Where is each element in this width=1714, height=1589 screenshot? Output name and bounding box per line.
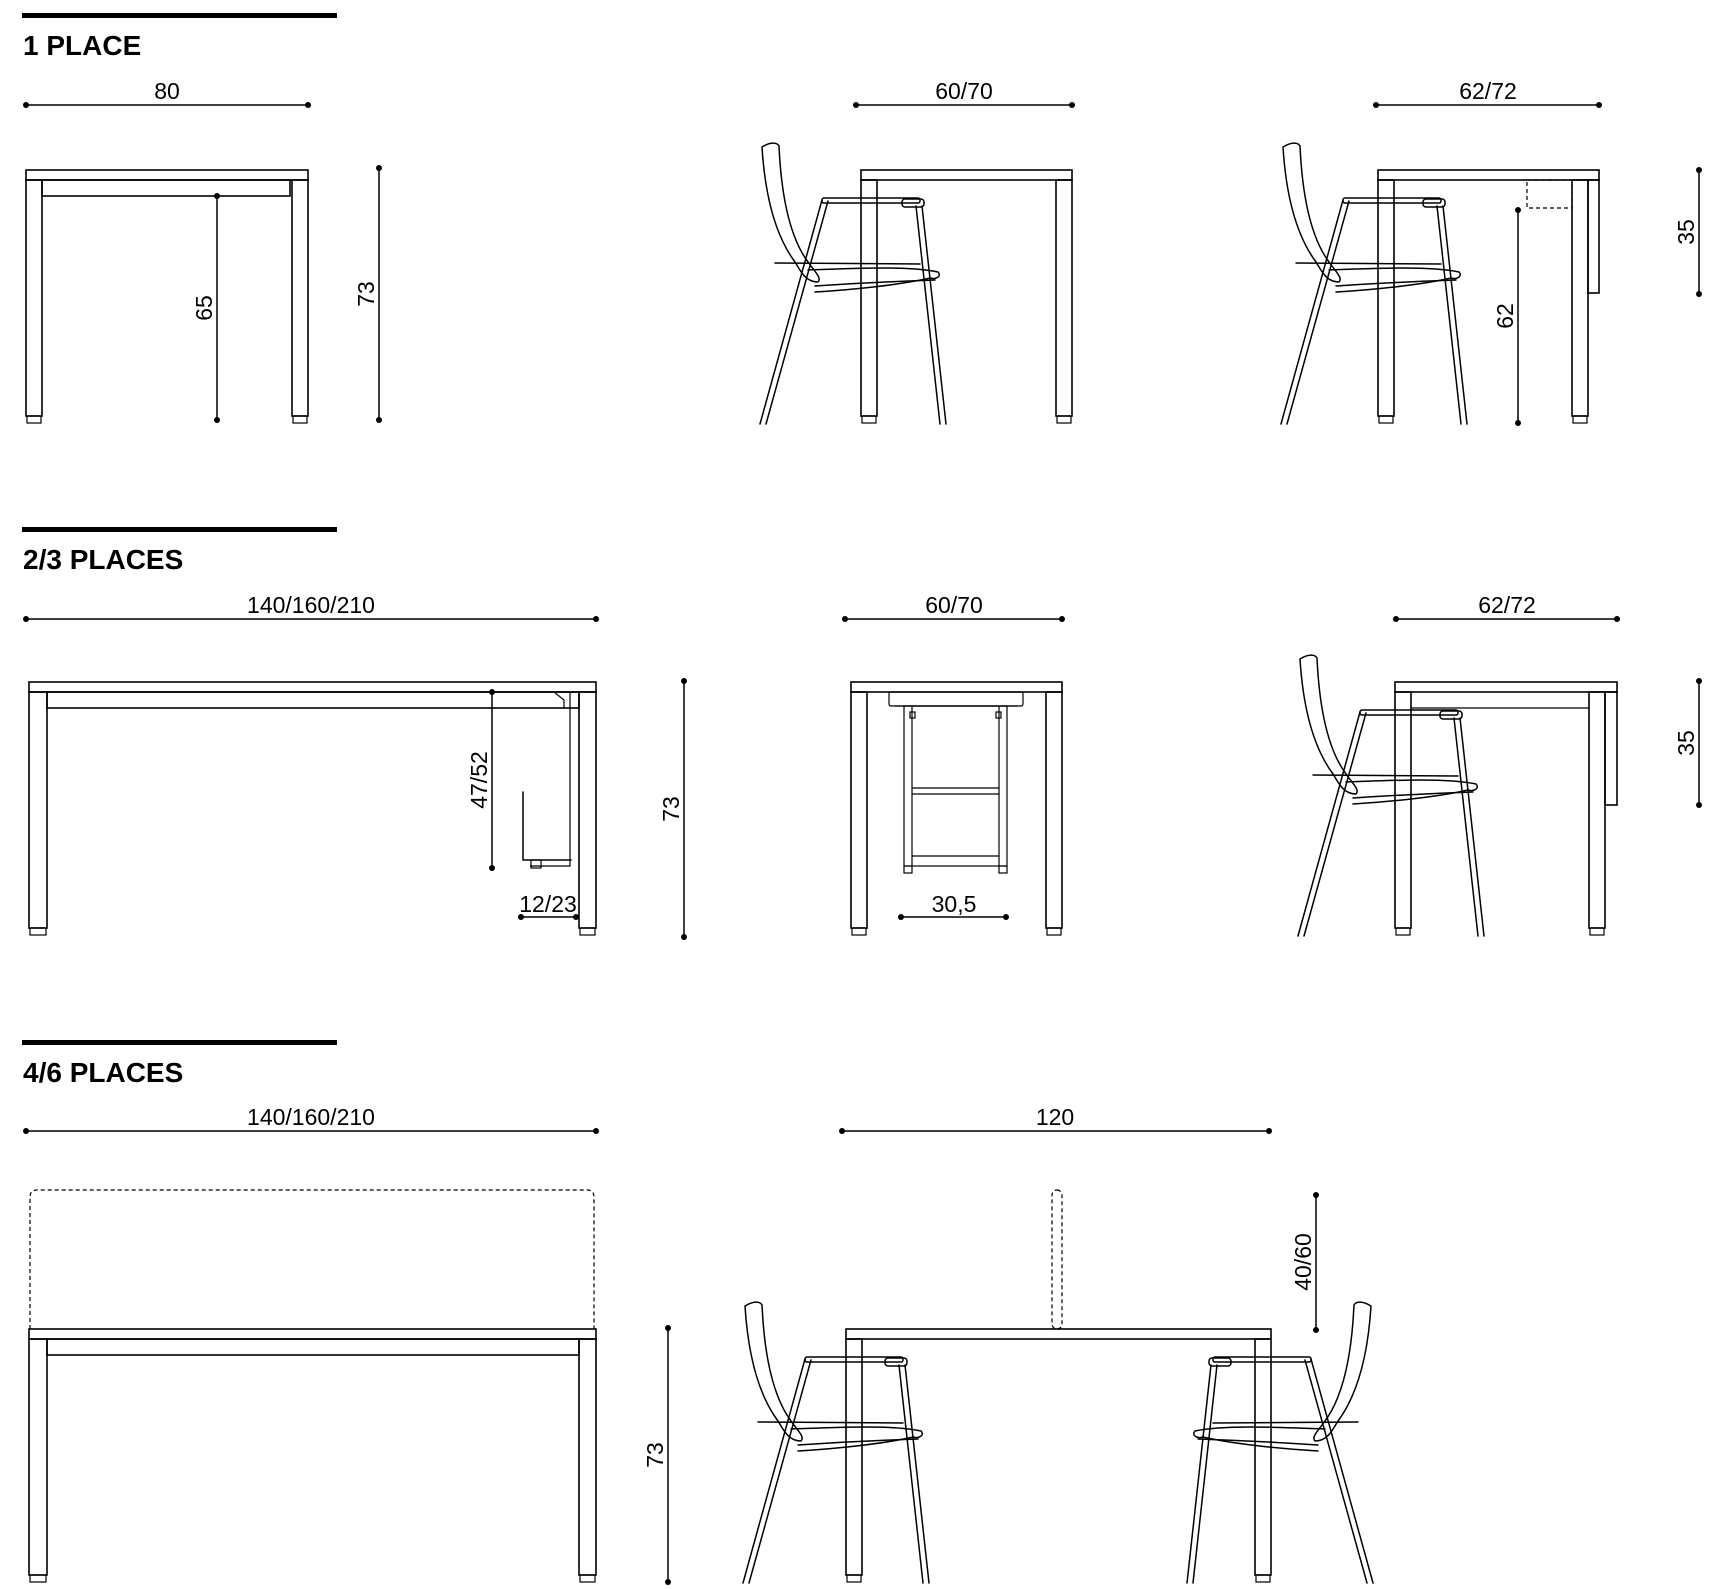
desk-side-view: 120 xyxy=(742,1104,1374,1584)
cpu-holder xyxy=(888,691,1024,874)
desk-side-panel-view: 62/72 62 xyxy=(1280,78,1702,426)
desk-side-panel-view: 62/72 35 xyxy=(1297,592,1702,937)
dim-cpu-width: 12/23 xyxy=(519,891,577,917)
section-title: 2/3 PLACES xyxy=(23,544,183,575)
section-title: 1 PLACE xyxy=(23,30,141,61)
desk-side-view: 60/70 30,5 xyxy=(842,592,1065,936)
dim-height: 73 xyxy=(642,1442,668,1468)
desk-front-view: 140/160/210 73 xyxy=(23,1104,671,1585)
dim-width: 80 xyxy=(154,78,180,104)
dim-depth: 62/72 xyxy=(1478,592,1536,618)
dim-cpu-height: 47/52 xyxy=(466,751,492,809)
section-2-3-places: 2/3 PLACES 140/160/210 47/52 12/23 xyxy=(22,527,1702,940)
dim-depth: 62/72 xyxy=(1459,78,1517,104)
chair-icon xyxy=(1297,654,1485,937)
dim-panel-height: 35 xyxy=(1673,730,1699,756)
dim-panel-height: 35 xyxy=(1673,219,1699,245)
dim-depth: 60/70 xyxy=(925,592,983,618)
section-rule xyxy=(22,527,337,532)
dim-screen-height: 40/60 xyxy=(1290,1233,1316,1291)
dim-depth: 120 xyxy=(1036,1104,1074,1130)
section-rule xyxy=(22,1040,337,1045)
chair-icon xyxy=(759,142,947,425)
dim-width: 140/160/210 xyxy=(247,592,375,618)
screen-panel xyxy=(1051,1189,1063,1330)
chair-icon xyxy=(1186,1301,1374,1584)
dim-height: 73 xyxy=(353,281,379,307)
dim-clearance: 62 xyxy=(1492,303,1518,329)
dim-height: 73 xyxy=(658,796,684,822)
dim-depth: 60/70 xyxy=(935,78,993,104)
section-1-place: 1 PLACE 80 65 73 60/70 xyxy=(22,13,1702,426)
screen-panel xyxy=(29,1189,595,1329)
dim-leg-clearance: 65 xyxy=(191,295,217,321)
desk-front-view: 140/160/210 47/52 12/23 73 xyxy=(23,592,687,940)
dim-cpu-depth: 30,5 xyxy=(932,891,977,917)
chair-icon xyxy=(1280,142,1468,425)
section-title: 4/6 PLACES xyxy=(23,1057,183,1088)
section-4-6-places: 4/6 PLACES 140/160/210 73 120 xyxy=(22,1040,1374,1585)
chair-icon xyxy=(742,1301,930,1584)
section-rule xyxy=(22,13,337,18)
desk-front-view: 80 65 73 xyxy=(23,78,382,424)
desk-side-view: 60/70 xyxy=(759,78,1075,425)
dim-width: 140/160/210 xyxy=(247,1104,375,1130)
